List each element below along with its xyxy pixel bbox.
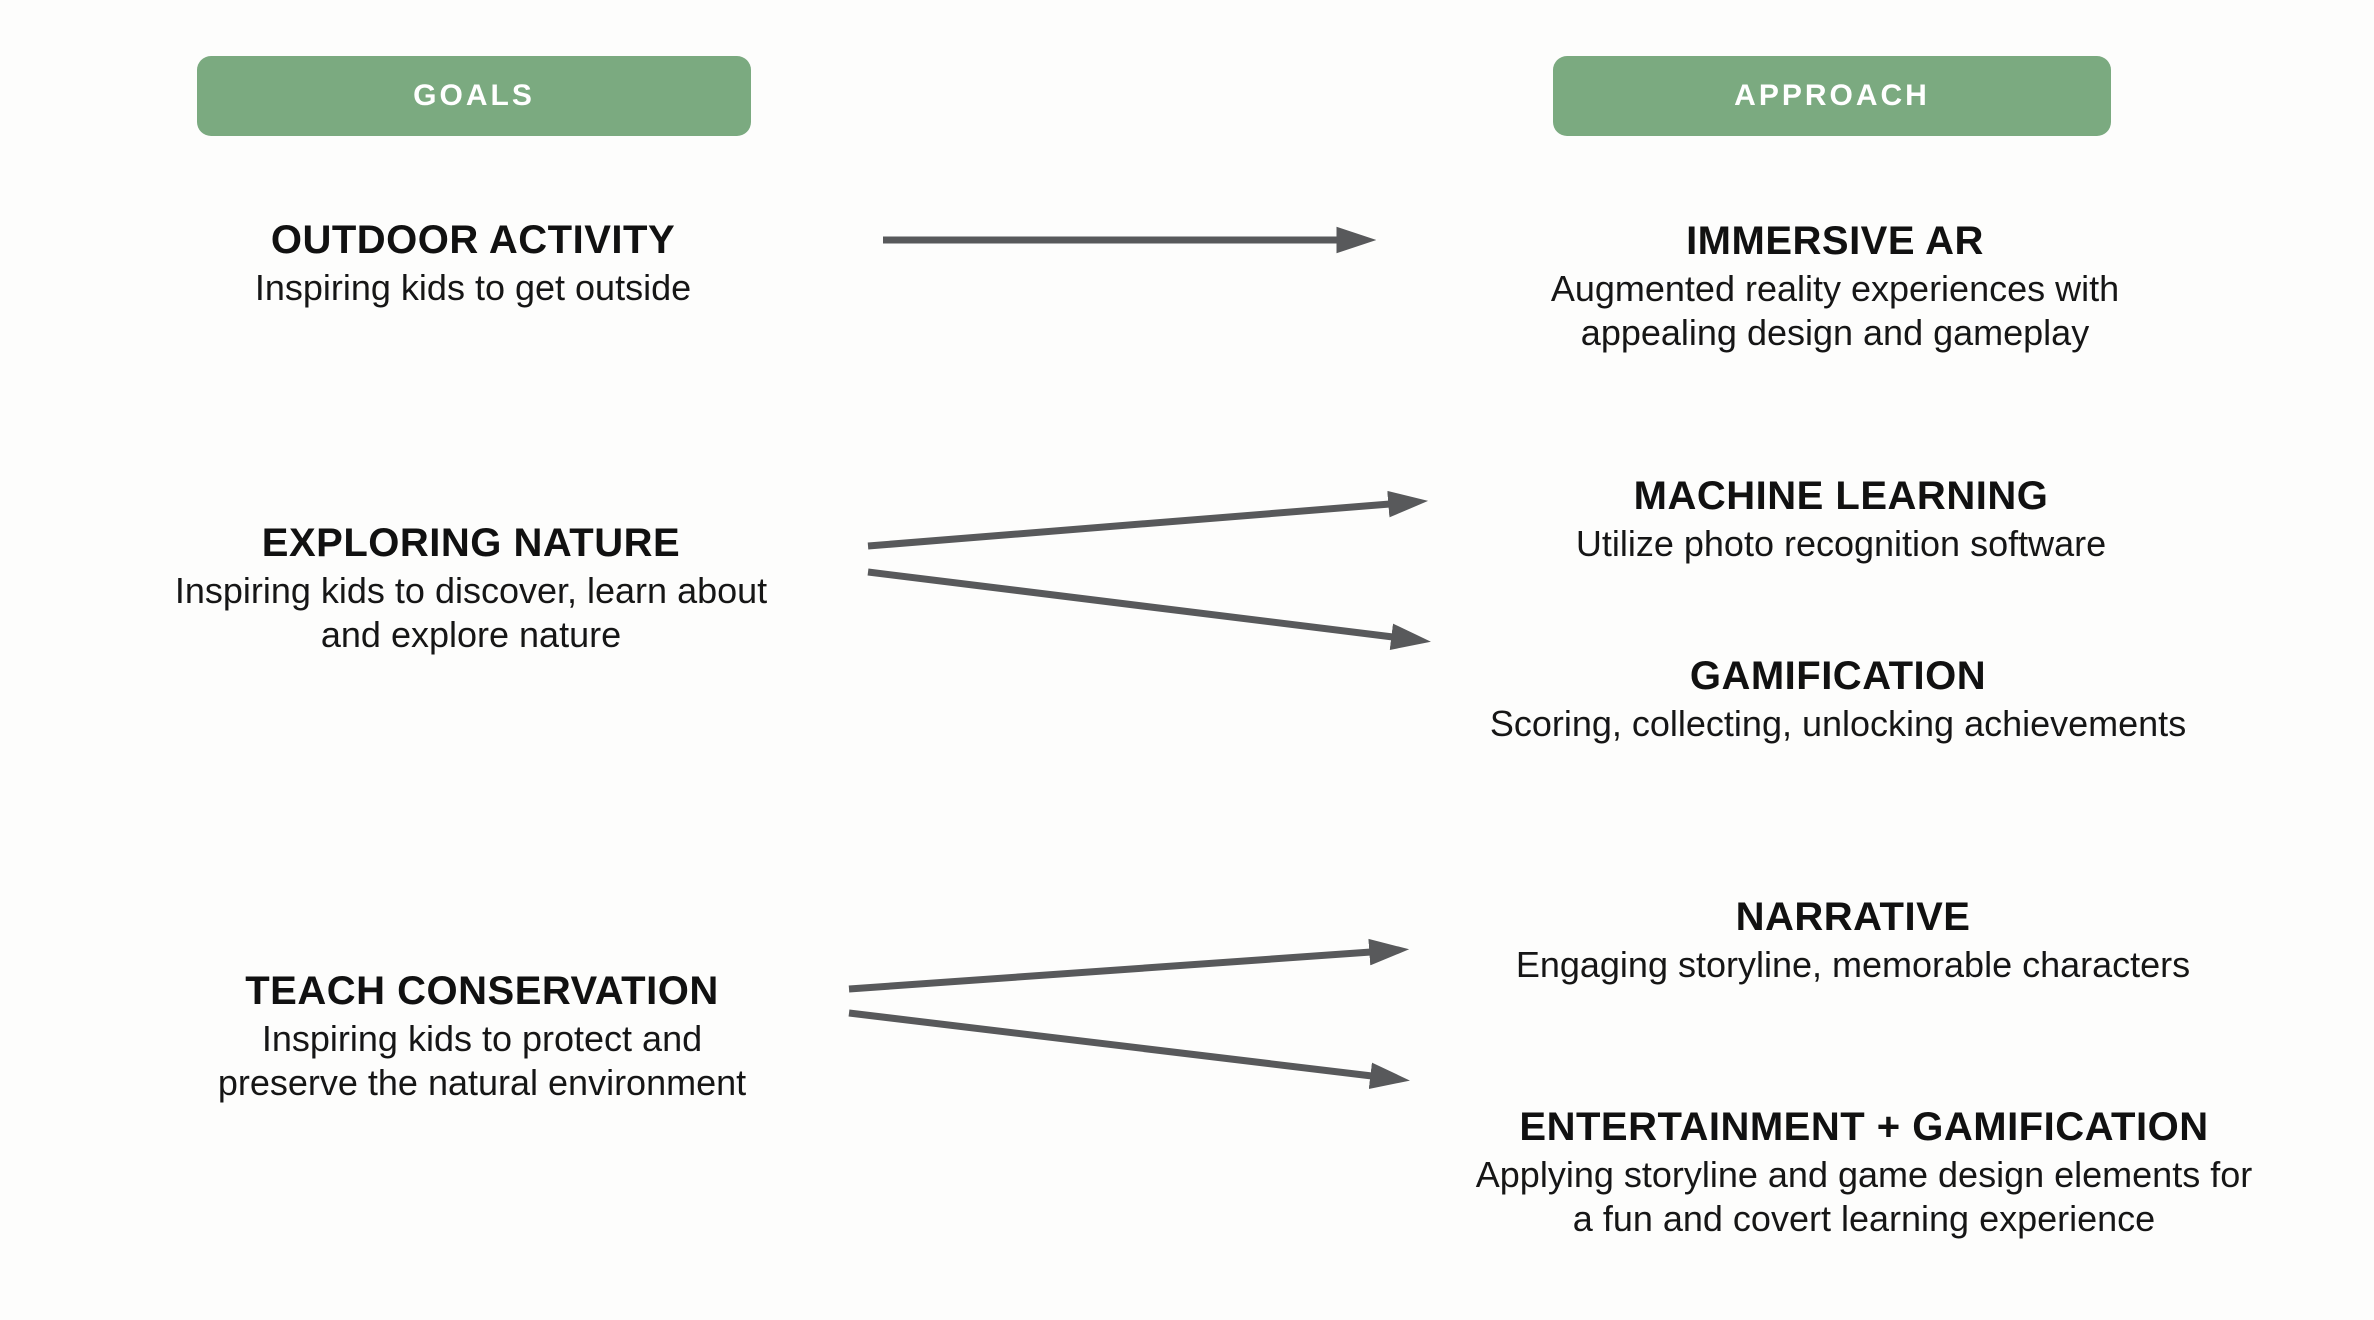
approach-description: Applying storyline and game design eleme… [1475,1154,2253,1239]
arrow-teach-to-entertainment [848,1009,1410,1090]
approach-machine-learning: MACHINE LEARNING Utilize photo recogniti… [1391,472,2291,566]
approach-title: IMMERSIVE AR [1686,219,1984,263]
goal-exploring-nature: EXPLORING NATURE Inspiring kids to disco… [121,519,821,657]
goal-description: Inspiring kids to protect and preserve t… [217,1018,747,1103]
approach-title: MACHINE LEARNING [1633,474,2049,518]
approach-title: ENTERTAINMENT + GAMIFICATION [1519,1105,2209,1149]
goal-title: TEACH CONSERVATION [245,969,719,1013]
approach-column-header: APPROACH [1553,56,2111,136]
goal-description: Inspiring kids to get outside [254,267,692,308]
approach-description: Augmented reality experiences with appea… [1550,268,2120,353]
goal-teach-conservation: TEACH CONSERVATION Inspiring kids to pro… [132,967,832,1105]
approach-title: NARRATIVE [1735,895,1971,939]
arrow-exploring-to-gamification [867,568,1431,650]
arrow-teach-to-narrative [848,938,1410,993]
goal-title: OUTDOOR ACTIVITY [270,218,676,262]
approach-gamification: GAMIFICATION Scoring, collecting, unlock… [1363,652,2313,746]
goals-column-header: GOALS [197,56,751,136]
approach-description: Utilize photo recognition software [1575,523,2107,564]
goals-column-label: GOALS [413,79,535,112]
approach-immersive-ar: IMMERSIVE AR Augmented reality experienc… [1385,217,2285,355]
approach-description: Engaging storyline, memorable characters [1515,944,2191,985]
approach-entertainment-gamification: ENTERTAINMENT + GAMIFICATION Applying st… [1374,1103,2354,1241]
arrow-exploring-to-machine-learning [867,490,1429,550]
approach-description: Scoring, collecting, unlocking achieveme… [1489,703,2187,744]
goal-description: Inspiring kids to discover, learn about … [174,570,768,655]
approach-title: GAMIFICATION [1689,654,1987,698]
approach-narrative: NARRATIVE Engaging storyline, memorable … [1378,893,2328,987]
goal-title: EXPLORING NATURE [261,521,681,565]
approach-column-label: APPROACH [1734,79,1930,112]
goal-outdoor-activity: OUTDOOR ACTIVITY Inspiring kids to get o… [123,216,823,310]
